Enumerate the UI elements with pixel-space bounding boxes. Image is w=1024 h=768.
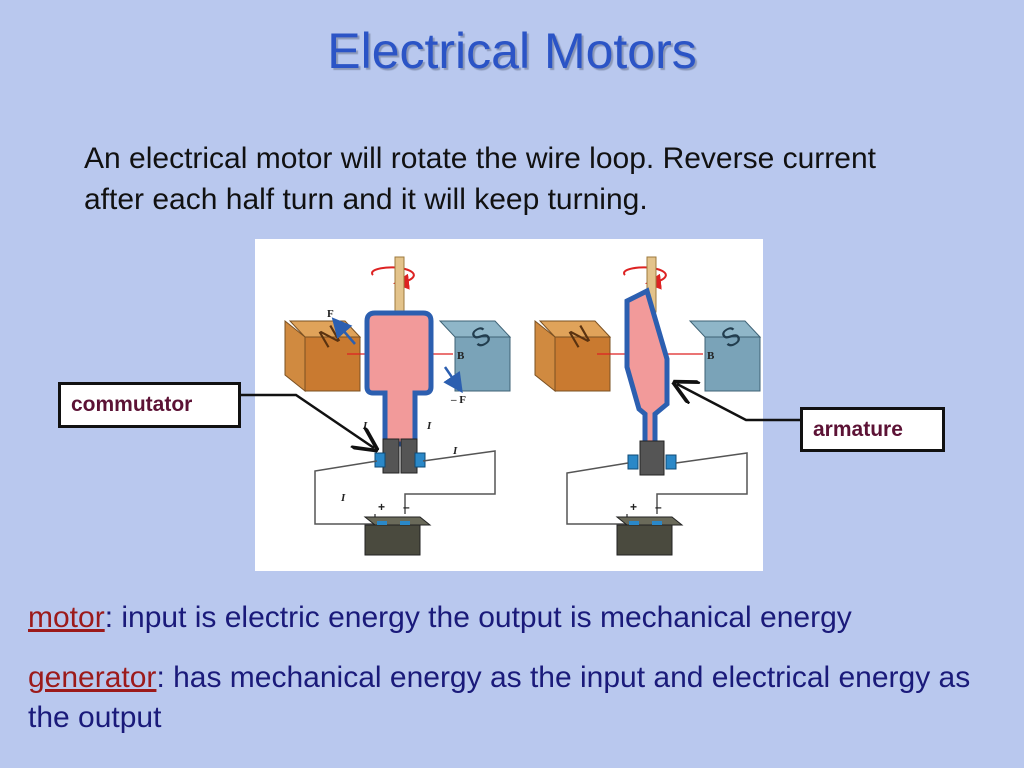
commutator <box>639 440 665 476</box>
commutator-callout: commutator <box>58 382 241 428</box>
motor-diagram: N S B F – F I I I <box>255 239 763 571</box>
south-magnet: S <box>688 319 762 392</box>
current-label: I <box>452 445 458 457</box>
armature-leader <box>677 384 800 422</box>
rotation-arrow-icon <box>371 266 415 290</box>
battery-minus-label: – <box>655 500 662 514</box>
left-motor: N S B F – F I I I <box>284 256 512 556</box>
current-label: I <box>426 420 432 432</box>
commutator-leader <box>241 393 374 448</box>
battery-plus-label: + <box>630 500 637 514</box>
motor-definition: motor: input is electric energy the outp… <box>28 598 988 638</box>
battery-plus-label: + <box>378 500 385 514</box>
right-motor: N S B + – <box>534 256 762 556</box>
battery: + – <box>615 500 684 556</box>
intro-text: An electrical motor will rotate the wire… <box>84 142 876 216</box>
north-magnet: N <box>534 319 612 393</box>
generator-definition: generator: has mechanical energy as the … <box>28 658 988 738</box>
generator-definition-text: : has mechanical energy as the input and… <box>28 661 971 734</box>
rotation-arrow-icon <box>623 266 667 290</box>
motor-term[interactable]: motor <box>28 601 105 634</box>
force-neg-label: – F <box>450 394 466 406</box>
south-magnet: S <box>438 319 512 392</box>
generator-term[interactable]: generator <box>28 661 157 694</box>
battery: + – <box>363 500 432 556</box>
force-arrow <box>331 317 356 345</box>
current-label: I <box>340 492 346 504</box>
armature-callout: armature <box>800 407 945 452</box>
motor-diagram-svg: N S B F – F I I I <box>284 256 762 556</box>
field-label: B <box>707 350 715 362</box>
slide-title: Electrical Motors <box>327 23 697 79</box>
current-label: I <box>362 420 368 432</box>
force-neg-arrow <box>443 366 463 394</box>
battery-minus-label: – <box>403 500 410 514</box>
wire-loop <box>364 310 434 447</box>
north-magnet: N <box>284 319 362 393</box>
motor-definition-text: : input is electric energy the output is… <box>104 601 852 634</box>
field-label: B <box>457 350 465 362</box>
force-label: F <box>327 308 334 320</box>
